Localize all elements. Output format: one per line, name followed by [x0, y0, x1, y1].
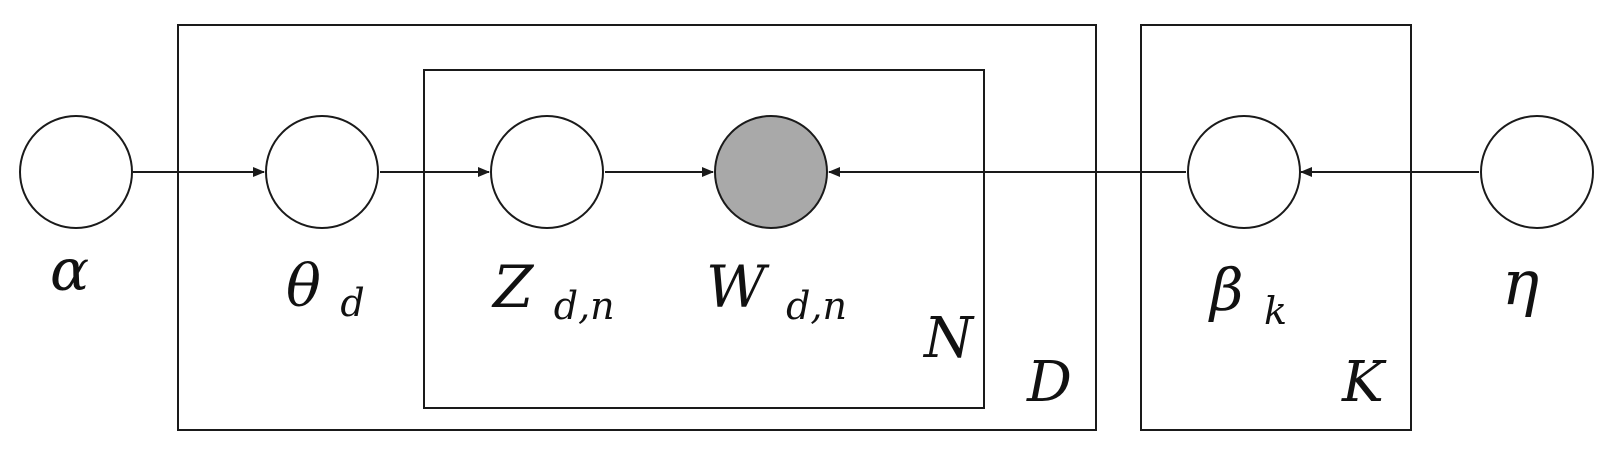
label-w-subscript: d,n	[786, 284, 847, 328]
label-w-dn: W d,n	[706, 253, 847, 328]
plate-k-label: K	[1341, 350, 1387, 415]
label-alpha: α	[50, 236, 89, 304]
label-z-dn: Z d,n	[491, 253, 615, 328]
label-w-symbol: W	[706, 253, 770, 321]
label-alpha-symbol: α	[50, 236, 89, 304]
label-theta-subscript: d	[340, 281, 364, 325]
node-theta-d	[265, 115, 379, 229]
label-beta-symbol: β	[1208, 256, 1244, 324]
label-eta: η	[1502, 246, 1539, 319]
plate-n	[423, 69, 985, 409]
node-w-dn-observed	[714, 115, 828, 229]
plate-d-label: D	[1026, 350, 1072, 415]
node-beta-k	[1187, 115, 1301, 229]
label-beta-subscript: k	[1264, 289, 1287, 333]
plate-k	[1140, 24, 1412, 431]
label-theta-d: θ d	[286, 252, 365, 325]
label-z-symbol: Z	[491, 253, 535, 321]
plate-d	[177, 24, 1097, 431]
node-z-dn	[490, 115, 604, 229]
plate-n-label: N	[922, 306, 975, 371]
node-eta	[1480, 115, 1594, 229]
node-alpha	[19, 115, 133, 229]
label-theta-symbol: θ	[286, 252, 321, 320]
label-beta-k: β k	[1208, 256, 1287, 333]
label-z-subscript: d,n	[554, 284, 615, 328]
label-eta-symbol: η	[1502, 246, 1539, 319]
